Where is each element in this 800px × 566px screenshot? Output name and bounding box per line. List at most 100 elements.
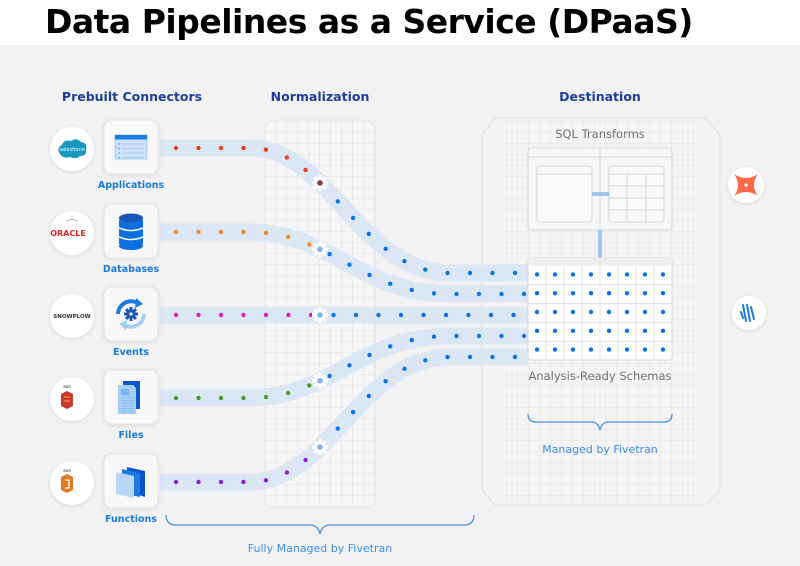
data-dot — [388, 344, 393, 349]
data-dot — [196, 229, 201, 235]
schema-cell-dot — [624, 272, 630, 277]
normalization-gear-icon — [312, 372, 328, 389]
data-dot — [467, 270, 473, 276]
data-dot — [366, 393, 371, 399]
data-dot — [521, 291, 527, 297]
schema-cell-dot — [552, 309, 558, 315]
pipeline-diagram: Prebuilt Connectors Normalization Destin… — [50, 89, 766, 555]
data-dot — [327, 373, 332, 379]
data-dot — [454, 333, 459, 339]
data-dot — [443, 312, 449, 318]
schema-cell-dot — [588, 291, 594, 296]
data-dot — [335, 426, 340, 431]
schema-cell-dot — [588, 272, 594, 277]
normalization-gear-icon — [312, 307, 328, 323]
data-dot — [286, 312, 291, 318]
schema-cell-dot — [606, 309, 612, 315]
schema-cell-dot — [642, 291, 648, 296]
schema-cell-dot — [624, 328, 630, 333]
data-dot — [196, 312, 201, 318]
data-dot — [454, 291, 459, 297]
event-cycle-icon — [116, 298, 146, 330]
data-dot — [376, 312, 381, 318]
oracle-logo: ORACLE — [50, 211, 94, 255]
schema-cell-dot — [552, 347, 558, 352]
data-dot — [263, 478, 269, 483]
functions-icon — [116, 467, 145, 498]
heading-normalization: Normalization — [271, 89, 370, 104]
schema-cell-dot — [588, 347, 594, 352]
data-dot — [466, 312, 471, 318]
heading-prebuilt-connectors: Prebuilt Connectors — [62, 89, 202, 104]
data-dot — [284, 155, 290, 160]
data-dot — [490, 354, 495, 360]
data-dot — [241, 229, 246, 235]
schema-cell-dot — [642, 328, 648, 333]
stream-band — [160, 327, 528, 407]
app-window-icon — [114, 134, 148, 160]
data-dot — [350, 215, 356, 221]
data-dot — [476, 333, 482, 339]
data-dot — [173, 395, 179, 401]
stream-band — [160, 223, 528, 303]
data-dot — [218, 145, 224, 151]
data-dot — [173, 312, 179, 318]
schema-cell-dot — [624, 309, 630, 315]
aws-s3-logo: aws — [50, 377, 94, 421]
schema-cell-dot — [660, 272, 666, 277]
normalization-gear-icon — [312, 174, 328, 191]
aws-logo-text: aws — [63, 384, 71, 389]
page-title: Data Pipelines as a Service (DPaaS) — [45, 2, 693, 41]
data-dot — [263, 147, 269, 152]
schema-cell-dot — [552, 272, 558, 277]
data-dot — [353, 312, 359, 318]
oracle-logo-text: ORACLE — [50, 229, 86, 238]
data-dot — [445, 270, 450, 276]
aws-logo-text: aws — [63, 468, 71, 473]
managed-brace — [527, 413, 673, 431]
schema-cell-dot — [588, 328, 594, 333]
data-dot — [398, 312, 404, 318]
fully-managed-label: Fully Managed by Fivetran — [248, 542, 392, 555]
schema-cell-dot — [570, 291, 576, 296]
data-dot — [490, 270, 495, 276]
schema-cell-dot — [606, 272, 612, 277]
schema-cell-dot — [534, 328, 540, 333]
data-dot — [499, 291, 504, 297]
data-dot — [367, 272, 372, 278]
data-dot — [402, 366, 407, 371]
data-dot — [347, 363, 352, 368]
diagram-canvas: Prebuilt Connectors Normalization Destin… — [0, 45, 800, 566]
data-dot — [218, 479, 224, 485]
heading-destination: Destination — [559, 89, 641, 104]
file-icon — [118, 381, 140, 414]
data-dot — [367, 352, 372, 358]
data-dot — [511, 312, 516, 318]
schema-cell-dot — [606, 347, 612, 352]
data-dot — [285, 390, 291, 396]
schema-cell-dot — [570, 309, 576, 315]
data-dot — [263, 312, 269, 318]
data-dot — [303, 167, 308, 173]
data-dot — [285, 234, 291, 240]
data-dot — [431, 291, 437, 296]
source-label: Files — [118, 430, 143, 441]
source-databases: ORACLE Databases — [50, 203, 160, 275]
data-dot — [263, 394, 269, 400]
schema-cell-dot — [534, 309, 540, 315]
data-dot — [173, 479, 179, 485]
schema-table — [527, 257, 673, 361]
sql-transforms-window — [527, 147, 673, 260]
source-label: Databases — [103, 264, 160, 275]
salesforce-logo-text: salesforce — [59, 147, 84, 153]
data-dot — [521, 333, 527, 339]
schema-cell-dot — [642, 347, 648, 352]
data-dot — [350, 409, 356, 415]
schema-cell-dot — [642, 309, 648, 315]
fivetran-icon — [740, 304, 755, 322]
schema-cell-dot — [660, 291, 666, 296]
sql-transforms-label: SQL Transforms — [555, 127, 645, 141]
data-dot — [335, 199, 340, 204]
